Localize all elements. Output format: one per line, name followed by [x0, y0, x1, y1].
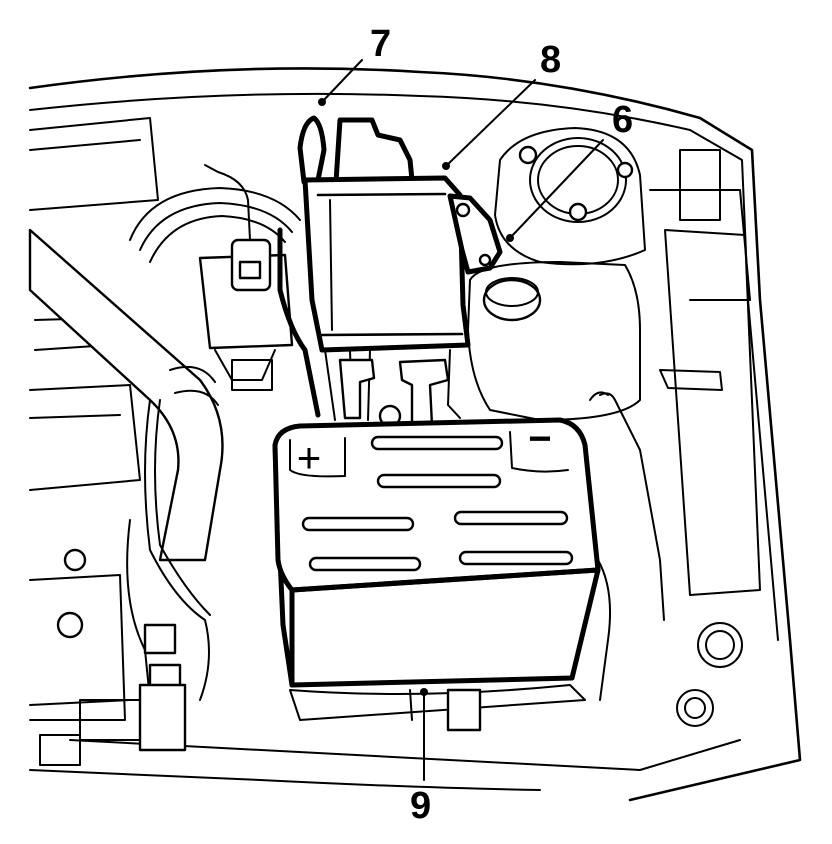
brake-servo — [129, 187, 301, 263]
callout-6: 6 — [612, 99, 633, 141]
reservoir — [467, 261, 665, 621]
leader-8-dot — [442, 162, 450, 170]
leader-7-dot — [318, 98, 326, 106]
fuse-box — [277, 115, 503, 428]
leader-8 — [445, 79, 536, 167]
callout-8: 8 — [540, 39, 561, 81]
battery-positive-mark: + — [297, 434, 322, 481]
leader-9-dot — [420, 688, 428, 696]
callout-9: 9 — [410, 785, 431, 827]
leader-6 — [509, 139, 604, 239]
callout-leaders — [318, 59, 604, 781]
battery-negative-mark: − — [528, 417, 551, 461]
engine-left-parts — [29, 117, 159, 766]
battery — [272, 417, 612, 732]
leader-6-dot — [506, 234, 514, 242]
leader-7 — [321, 59, 363, 103]
intake-hose — [28, 228, 224, 562]
strut-tower — [494, 127, 646, 266]
brake-fluid-reservoir — [198, 164, 294, 391]
wiring-harness — [126, 399, 211, 752]
engine-bay-frame — [28, 67, 802, 802]
callout-7: 7 — [370, 23, 391, 65]
